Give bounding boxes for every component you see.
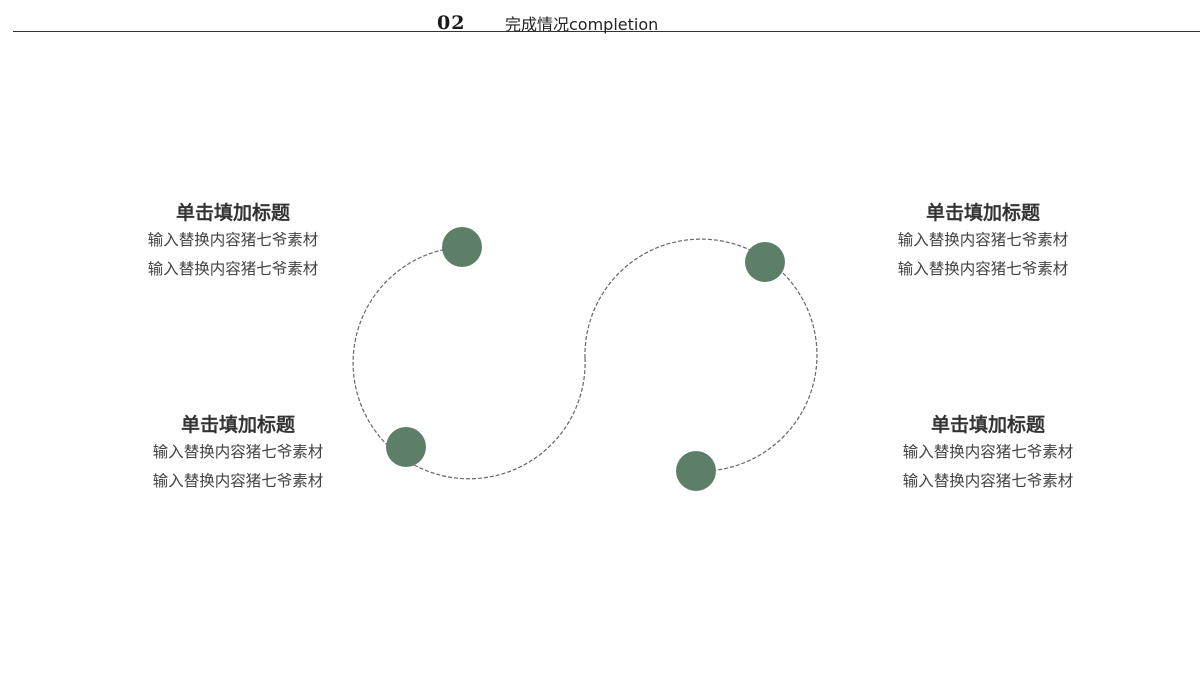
dot-bottom-right xyxy=(676,451,716,491)
block-text[interactable]: 输入替换内容猪七爷素材 xyxy=(152,443,324,461)
block-text[interactable]: 输入替换内容猪七爷素材 xyxy=(152,472,324,490)
dot-top-left xyxy=(442,227,482,267)
text-block-top-left: 单击填加标题 输入替换内容猪七爷素材 输入替换内容猪七爷素材 xyxy=(133,200,333,284)
block-title[interactable]: 单击填加标题 xyxy=(180,414,295,436)
section-number: 02 xyxy=(437,12,466,34)
dot-top-right xyxy=(745,242,785,282)
block-title[interactable]: 单击填加标题 xyxy=(930,414,1045,436)
block-text[interactable]: 输入替换内容猪七爷素材 xyxy=(147,260,319,278)
section-title: 完成情况completion xyxy=(505,15,659,34)
header-divider xyxy=(13,31,1200,32)
block-title[interactable]: 单击填加标题 xyxy=(175,202,290,224)
text-block-top-right: 单击填加标题 输入替换内容猪七爷素材 输入替换内容猪七爷素材 xyxy=(883,200,1083,284)
text-block-bottom-left: 单击填加标题 输入替换内容猪七爷素材 输入替换内容猪七爷素材 xyxy=(138,412,338,496)
text-block-bottom-right: 单击填加标题 输入替换内容猪七爷素材 输入替换内容猪七爷素材 xyxy=(888,412,1088,496)
dashed-path-right xyxy=(584,238,818,472)
block-text[interactable]: 输入替换内容猪七爷素材 xyxy=(902,472,1074,490)
dot-bottom-left xyxy=(386,427,426,467)
block-text[interactable]: 输入替换内容猪七爷素材 xyxy=(897,231,1069,249)
block-text[interactable]: 输入替换内容猪七爷素材 xyxy=(897,260,1069,278)
block-text[interactable]: 输入替换内容猪七爷素材 xyxy=(902,443,1074,461)
block-title[interactable]: 单击填加标题 xyxy=(925,202,1040,224)
block-text[interactable]: 输入替换内容猪七爷素材 xyxy=(147,231,319,249)
